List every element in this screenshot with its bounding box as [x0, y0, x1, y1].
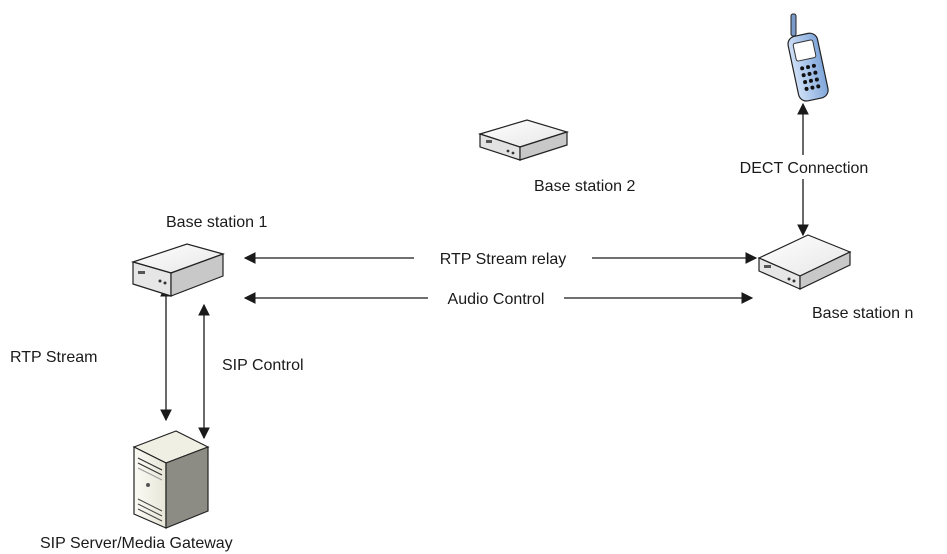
rtp-stream-label: RTP Stream — [10, 349, 97, 366]
base-station-n-label: Base station n — [812, 305, 913, 322]
base-station-1-label: Base station 1 — [166, 214, 268, 231]
sip-server-label: SIP Server/Media Gateway — [40, 535, 233, 552]
server-tower-icon — [132, 430, 210, 529]
base-station-icon — [477, 119, 570, 161]
dect-handset-icon — [787, 13, 829, 102]
base-station-icon — [757, 234, 852, 290]
dect-connection-label: DECT Connection — [740, 160, 869, 177]
rtp-stream-relay-label: RTP Stream relay — [440, 251, 567, 268]
base-station-icon — [130, 243, 225, 297]
base-station-2-label: Base station 2 — [534, 178, 636, 195]
sip-control-label: SIP Control — [222, 357, 304, 374]
audio-control-label: Audio Control — [448, 291, 545, 308]
